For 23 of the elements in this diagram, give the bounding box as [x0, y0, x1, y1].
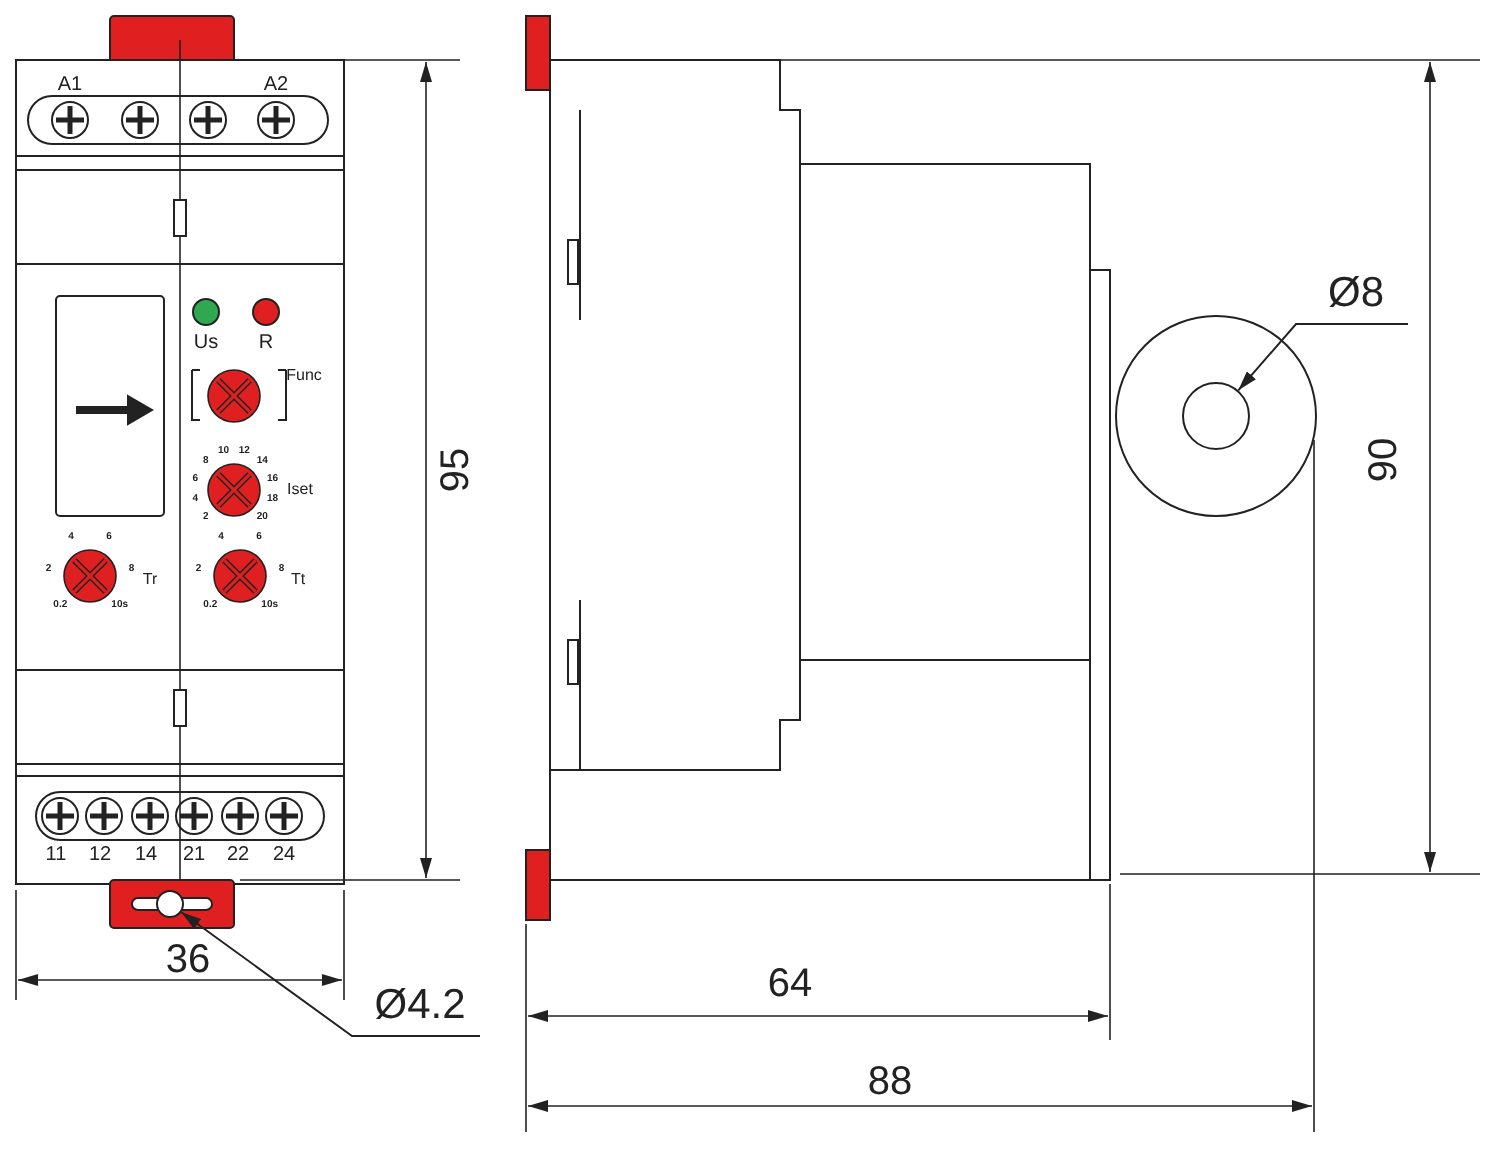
dimension-value: 64	[767, 964, 813, 1004]
dimension-value: 95	[436, 447, 476, 493]
terminal-number: 22	[226, 846, 250, 866]
indicator-label: R	[258, 334, 274, 354]
leader-line	[180, 911, 481, 1037]
dial-label: Tr	[142, 572, 158, 588]
dimension-value: 88	[867, 1062, 913, 1102]
diameter-label: Ø8	[1327, 272, 1384, 314]
dimension-value: 90	[1364, 437, 1404, 483]
terminal-number: 21	[182, 846, 206, 866]
dial-label: Func	[286, 368, 322, 384]
terminal-number: 24	[272, 846, 296, 866]
dial-label: Iset	[287, 482, 313, 498]
leader-line	[1237, 323, 1409, 392]
dial-label: Tt	[290, 572, 306, 588]
terminal-label: A2	[263, 76, 289, 96]
terminal-label: A1	[57, 76, 83, 96]
diameter-label: Ø4.2	[374, 984, 466, 1026]
terminal-number: 14	[134, 846, 158, 866]
dimension-value: 36	[165, 940, 211, 980]
terminal-number: 12	[88, 846, 112, 866]
indicator-label: Us	[193, 334, 219, 354]
terminal-number: 11	[45, 846, 67, 866]
